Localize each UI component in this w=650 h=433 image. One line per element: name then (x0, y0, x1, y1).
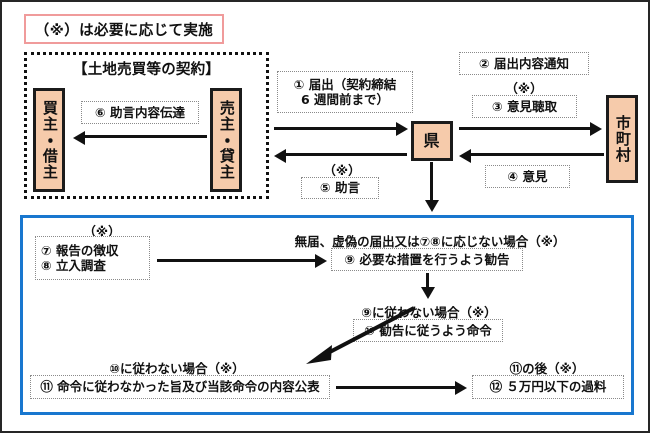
arrow-step78-to-step9-line (157, 259, 316, 262)
arrow-step5-head (274, 149, 286, 163)
legend-note: （※）は必要に応じて実施 (24, 14, 224, 44)
arrow-step9-to-step10-head (421, 287, 435, 299)
label-step4: ④ 意見 (485, 165, 570, 188)
actor-seller: 売主・貸主 (210, 88, 242, 192)
label-step78: ⑦ 報告の徴収 ⑧ 立入調査 (35, 236, 150, 280)
label-step3: ③ 意見聴取 (472, 95, 577, 118)
label-step78-note: （※） (83, 224, 121, 239)
label-step7-text: ⑦ 報告の徴収 (41, 242, 119, 258)
label-step1: ① 届出（契約締結 6 週間前まで） (277, 71, 413, 113)
actor-municipality: 市町村 (606, 95, 638, 183)
contract-group-title: 【土地売買等の契約】 (73, 62, 220, 78)
label-step9: ⑨ 必要な措置を行うよう勧告 (331, 248, 523, 271)
arrow-step5-line (286, 153, 407, 156)
arrow-step6-head (73, 131, 85, 145)
label-step5: ⑤ 助言 (301, 177, 379, 199)
label-step1-line2: 6 週間前まで） (300, 92, 390, 107)
label-step12: ⑫ ５万円以下の過料 (472, 375, 624, 399)
arrow-step1-head (396, 122, 408, 136)
label-step6-text: ⑥ 助言内容伝達 (95, 104, 185, 120)
arrow-step3-line (459, 127, 591, 130)
arrow-step3-head (590, 122, 602, 136)
label-step12-text: ⑫ ５万円以下の過料 (489, 379, 607, 395)
arrow-step9-to-step10-line (426, 273, 429, 289)
actor-municipality-label: 市町村 (613, 115, 632, 163)
label-step6: ⑥ 助言内容伝達 (81, 101, 199, 124)
arrow-step6-line (85, 135, 207, 138)
label-step4-text: ④ 意見 (507, 168, 548, 184)
legend-text: （※）は必要に応じて実施 (34, 22, 214, 39)
arrow-step11-to-step12-head (455, 381, 467, 395)
actor-buyer: 買主・借主 (33, 88, 65, 192)
arrow-pref-down-head (425, 200, 439, 212)
actor-prefecture: 県 (411, 121, 453, 161)
label-step10: ⑩ 勧告に従うよう命令 (353, 319, 503, 342)
label-step9-condition: 無届、虚偽の届出又は⑦⑧に応じない場合（※） (294, 234, 566, 249)
actor-prefecture-label: 県 (423, 130, 441, 150)
label-step11-condition: ⑩に従わない場合（※） (109, 361, 245, 376)
label-step5-text: ⑤ 助言 (320, 180, 360, 196)
label-step3-text: ③ 意見聴取 (492, 98, 557, 114)
arrow-pref-down-line (430, 162, 433, 202)
label-step12-condition: ⑪の後（※） (509, 361, 585, 376)
actor-buyer-label: 買主・借主 (40, 100, 59, 180)
arrow-step1-line (274, 127, 397, 130)
label-step8-text: ⑧ 立入調査 (41, 258, 106, 273)
label-step9-text: ⑨ 必要な措置を行うよう勧告 (344, 251, 510, 267)
label-step5-note: （※） (323, 163, 361, 178)
arrow-step10-to-step11 (306, 306, 415, 364)
arrow-step78-to-step9-head (315, 254, 327, 268)
label-step1-line1: ① 届出（契約締結 (293, 76, 397, 92)
actor-seller-label: 売主・貸主 (217, 100, 236, 180)
label-step3-note: （※） (505, 81, 543, 96)
arrow-step4-line (471, 153, 604, 156)
arrow-step11-to-step12-line (336, 386, 456, 389)
label-step2-text: ② 届出内容通知 (479, 55, 569, 71)
label-step11-text: ⑪ 命令に従わなかった旨及び当該命令の内容公表 (40, 379, 320, 395)
label-step2: ② 届出内容通知 (459, 52, 589, 75)
arrow-step4-head (459, 149, 471, 163)
label-step10-text: ⑩ 勧告に従うよう命令 (364, 322, 492, 338)
label-step11: ⑪ 命令に従わなかった旨及び当該命令の内容公表 (30, 375, 330, 399)
